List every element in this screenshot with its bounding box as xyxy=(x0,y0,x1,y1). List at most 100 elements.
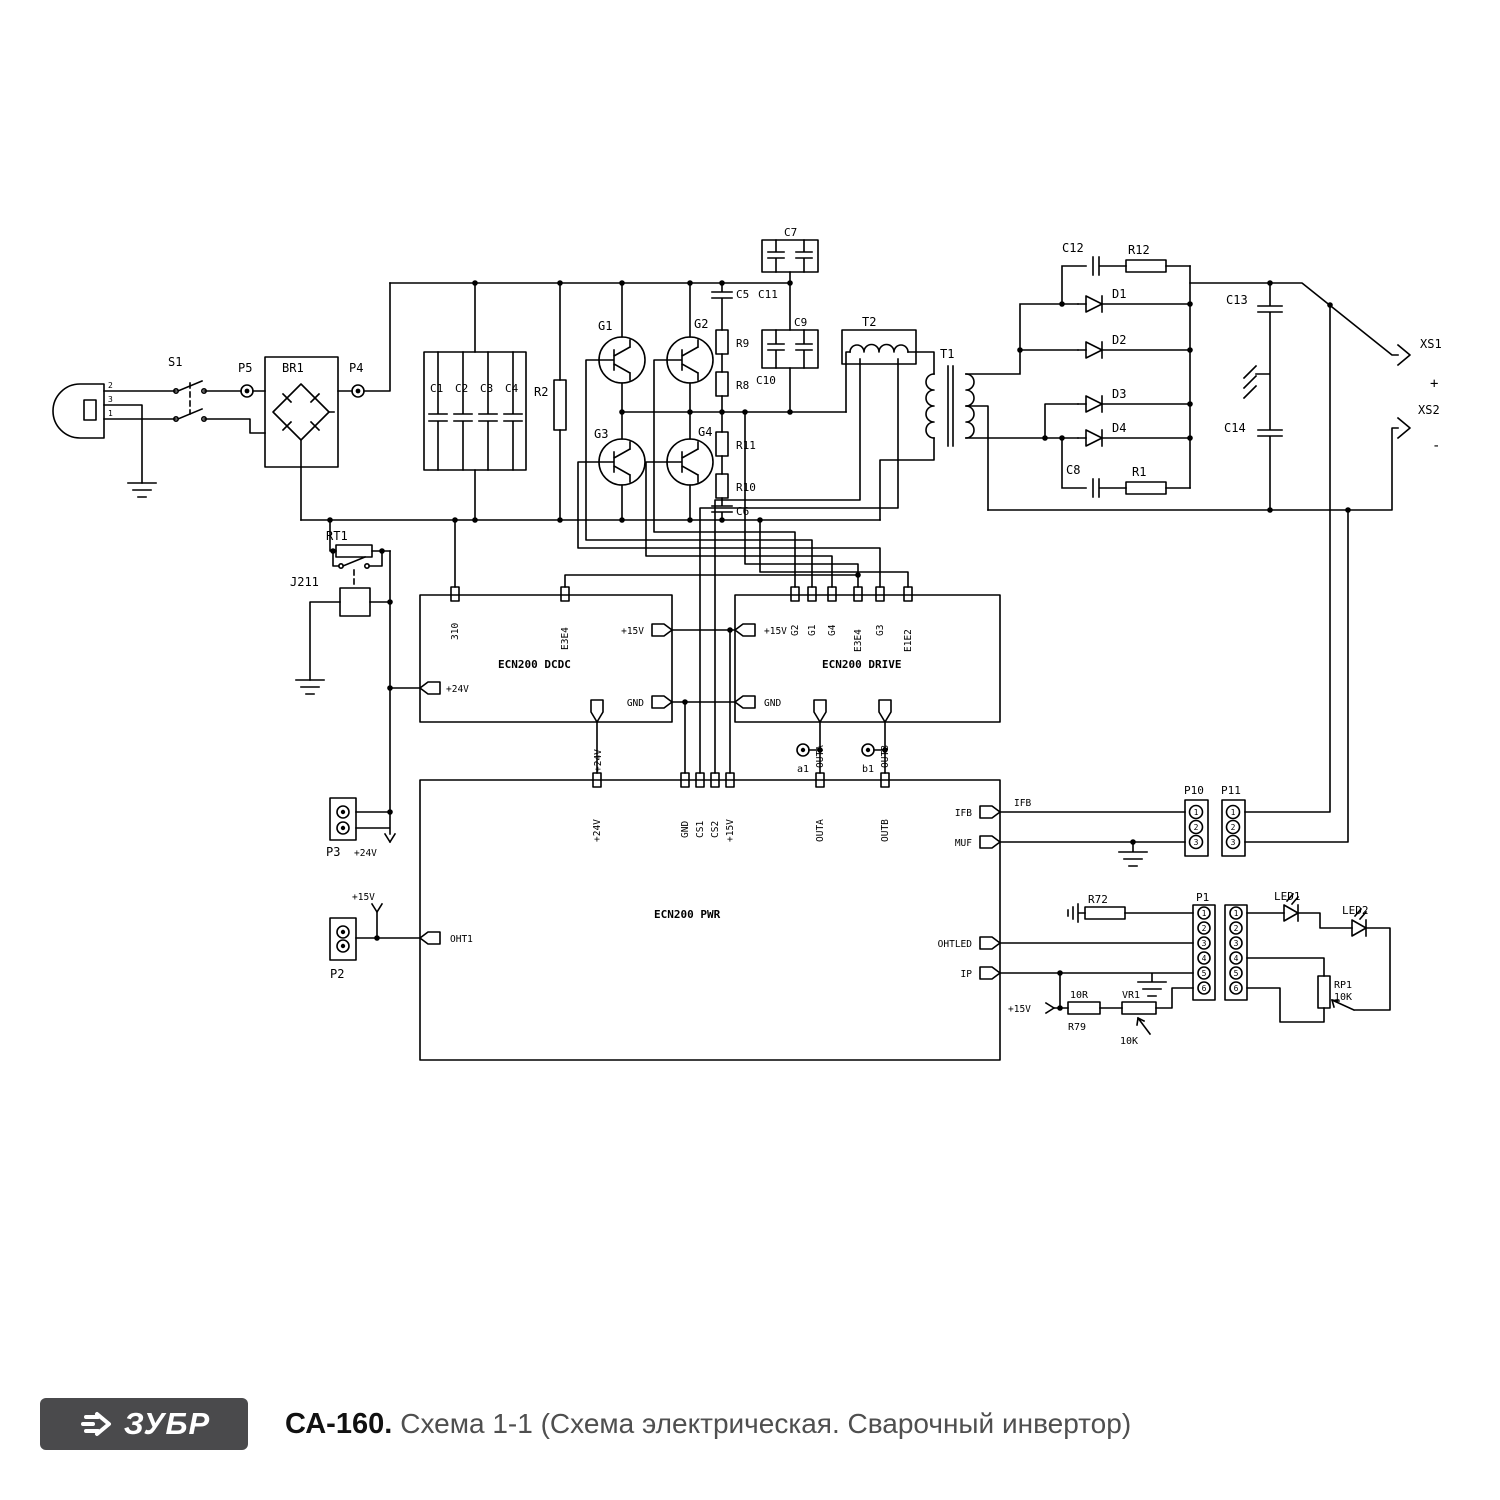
pwr-pin xyxy=(725,772,735,788)
br1-diamond xyxy=(272,383,330,441)
d4-triangle xyxy=(1085,429,1103,447)
label-g1: G1 xyxy=(598,319,612,333)
snubber-c12-r12 xyxy=(1061,256,1191,305)
label-s1: S1 xyxy=(168,355,182,369)
label-led1: LED1 xyxy=(1274,890,1301,903)
relay-terminal xyxy=(363,562,370,569)
label-rp1-value: 10K xyxy=(1334,992,1352,1003)
label-r79: R79 xyxy=(1068,1022,1086,1033)
label-p2: P2 xyxy=(330,967,344,981)
p11-pin xyxy=(1225,834,1241,850)
p1-pin-number: 4 xyxy=(1234,954,1239,963)
pin-label-gnd: GND xyxy=(680,821,691,838)
label-c2: C2 xyxy=(455,382,468,395)
t1-core xyxy=(947,365,954,447)
cap-bank-outline xyxy=(423,351,527,471)
label-p11: P11 xyxy=(1221,784,1241,797)
resistor-r2: R2 xyxy=(534,282,567,521)
label-rp1: RP1 xyxy=(1334,980,1352,991)
junction-dots xyxy=(327,280,1351,1011)
label-p10: P10 xyxy=(1184,784,1204,797)
pin-label-oht1: OHT1 xyxy=(450,934,473,945)
p1-pin-number: 4 xyxy=(1202,954,1207,963)
p3-pin xyxy=(336,805,350,819)
d3-icon xyxy=(1077,395,1191,413)
testpoint-a1-dot xyxy=(800,747,806,753)
r1-icon xyxy=(1125,481,1167,495)
label-g3: G3 xyxy=(594,427,608,441)
output-section: C13 C14 XS1 + XS2 - xyxy=(987,282,1442,843)
output-rectifier: D1 D2 D3 D4 C12 R12 C8 R1 xyxy=(1061,241,1191,498)
p2-pin-dot xyxy=(340,929,346,935)
dcdc-pin-tag xyxy=(419,623,673,723)
cap-c1-icon xyxy=(428,351,448,471)
d1-triangle xyxy=(1085,295,1103,313)
panel-connector-section: 1 2 3 4 5 6 1 2 3 4 5 6 P1 LED1 LED2 R72… xyxy=(999,890,1391,1047)
pwr-outline xyxy=(419,779,1001,1061)
pwr-pin xyxy=(815,772,825,788)
p11-pin-number: 3 xyxy=(1231,838,1236,847)
label-p2-15v: +15V xyxy=(352,892,375,903)
p1-pin xyxy=(1197,936,1211,950)
pin-label-outa: OUTA xyxy=(815,819,826,842)
p1-pin xyxy=(1229,966,1243,980)
label-c11: C11 xyxy=(758,288,778,301)
p11-pin-number: 1 xyxy=(1231,808,1236,817)
zubr-logo: ЗУБР xyxy=(40,1398,248,1450)
p1-pin xyxy=(1229,906,1243,920)
label-d4: D4 xyxy=(1112,421,1126,435)
label-p5: P5 xyxy=(238,361,252,375)
board-pwr-title: ECN200 PWR xyxy=(654,908,721,921)
p1-outline-a xyxy=(1192,904,1216,1001)
p1-pin xyxy=(1229,936,1243,950)
zubr-logo-text: ЗУБР xyxy=(123,1406,211,1441)
dcdc-pin xyxy=(560,586,570,602)
r11-icon xyxy=(715,431,729,457)
label-d2: D2 xyxy=(1112,333,1126,347)
rp1-icon xyxy=(1317,975,1331,1009)
output-wires xyxy=(987,282,1411,843)
label-d3: D3 xyxy=(1112,387,1126,401)
pin-label-ohtled: OHTLED xyxy=(938,939,973,950)
p11-outline xyxy=(1221,799,1246,857)
circuit-schematic: 2 3 1 S1 P5 BR1 P4 C1 C2 C3 C4 R2 xyxy=(52,226,1442,1061)
p1-pin xyxy=(1197,966,1211,980)
testpoint-b1-dot xyxy=(865,747,871,753)
zubr-logo-icon xyxy=(80,1412,111,1436)
d2-icon xyxy=(1077,341,1191,359)
p10-pin-number: 1 xyxy=(1194,808,1199,817)
drive-pin xyxy=(903,586,913,602)
caption-text: Схема 1-1 (Схема электрическая. Сварочны… xyxy=(400,1408,1132,1439)
label-c12: C12 xyxy=(1062,241,1084,255)
pwr-pin xyxy=(880,772,890,788)
igbt-g2-glyph xyxy=(666,339,700,381)
wire-label-ifb: IFB xyxy=(1014,798,1031,809)
cap-c3-icon xyxy=(478,351,498,471)
feedback-wires xyxy=(999,811,1186,867)
r10-icon xyxy=(715,473,729,499)
pin-label-g2: G2 xyxy=(790,625,801,636)
label-c14: C14 xyxy=(1224,421,1246,435)
label-led2: LED2 xyxy=(1342,904,1369,917)
pin-label-15v: +15V xyxy=(621,626,644,637)
label-rt1: RT1 xyxy=(326,529,348,543)
p1-pin-number: 6 xyxy=(1234,984,1239,993)
r9-icon xyxy=(715,329,729,355)
p3-pin-dot xyxy=(340,825,346,831)
switch-terminal xyxy=(201,387,208,394)
r2-icon xyxy=(553,379,567,431)
switch-terminal xyxy=(173,387,180,394)
p1-pin xyxy=(1197,951,1211,965)
dcdc-outline xyxy=(419,594,673,723)
snubber-blocks: C7 C11 C9 C10 xyxy=(756,226,819,413)
mains-input-section: 2 3 1 S1 xyxy=(52,355,266,498)
label-c13: C13 xyxy=(1226,293,1248,307)
label-t2: T2 xyxy=(862,315,876,329)
label-vr1: VR1 xyxy=(1122,990,1140,1001)
p1-pin xyxy=(1197,906,1211,920)
pin-label-15v: +15V xyxy=(725,819,736,842)
pwr-pin xyxy=(592,772,602,788)
r8-icon xyxy=(715,371,729,397)
led2-icon xyxy=(1351,919,1367,937)
